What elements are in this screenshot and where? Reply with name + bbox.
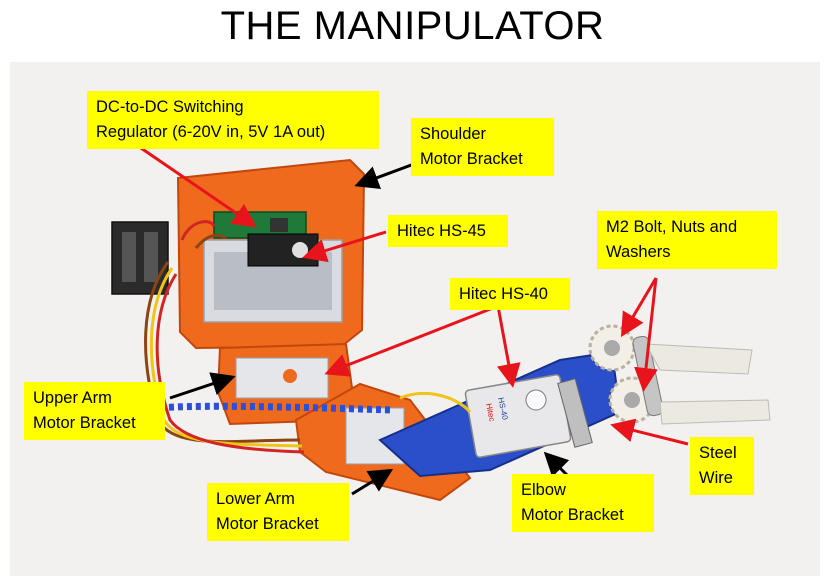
label-elbow-bracket: Elbow Motor Bracket xyxy=(512,474,654,532)
label-hitec-hs40: Hitec HS-40 xyxy=(450,278,570,310)
label-steel-wire: Steel Wire xyxy=(690,437,754,495)
label-m2-bolt: M2 Bolt, Nuts and Washers xyxy=(597,211,777,269)
label-shoulder-bracket: Shoulder Motor Bracket xyxy=(411,118,554,176)
label-lower-arm-bracket: Lower Arm Motor Bracket xyxy=(207,483,349,541)
label-upper-arm-bracket: Upper Arm Motor Bracket xyxy=(24,382,165,440)
label-hitec-hs45: Hitec HS-45 xyxy=(388,215,508,247)
page-title: THE MANIPULATOR xyxy=(220,4,605,48)
label-regulator: DC-to-DC Switching Regulator (6-20V in, … xyxy=(87,91,379,149)
